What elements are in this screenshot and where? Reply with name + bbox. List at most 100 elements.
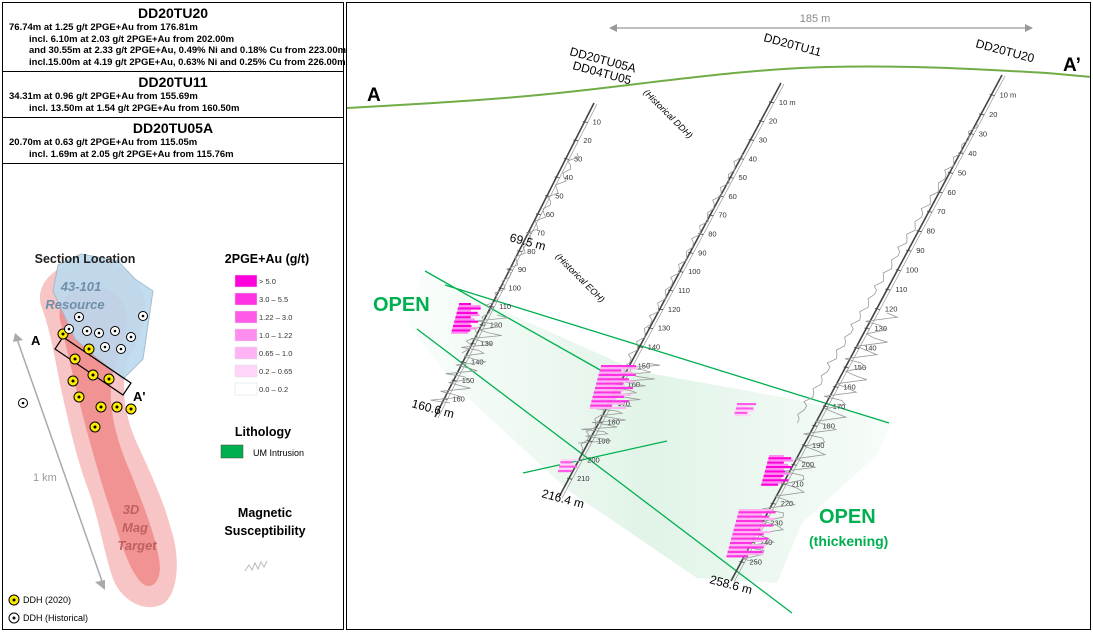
ddh-historical-marker-dot <box>85 329 89 333</box>
depth-tick <box>916 230 922 233</box>
depth-tick <box>979 113 985 116</box>
assay-interval-bar <box>767 461 784 464</box>
depth-tick-label: 150 <box>854 363 867 372</box>
grade-legend-label: 1.0 – 1.22 <box>259 331 292 340</box>
assay-interval-bar <box>737 403 757 406</box>
assay-interval-bar <box>730 539 764 542</box>
depth-tick <box>582 121 588 123</box>
assay-interval-bar <box>598 373 636 376</box>
resource-label-1: 43-101 <box>60 279 101 294</box>
depth-tick <box>853 347 860 349</box>
assay-interval-bar <box>592 395 624 398</box>
assay-interval-bar <box>735 407 754 410</box>
ddh-historical-marker-dot <box>129 335 133 339</box>
depth-tick <box>812 424 818 427</box>
assay-intervals <box>451 303 794 558</box>
grade-legend-label: 0.2 – 0.65 <box>259 367 292 376</box>
zone-mid-boundary <box>522 440 668 474</box>
depth-tick-label: 70 <box>718 211 726 220</box>
ddh-historical-marker-dot <box>119 347 123 351</box>
depth-tick-label: 130 <box>658 324 671 333</box>
assay-interval-bar <box>728 546 764 549</box>
assay-interval-bar <box>593 391 621 394</box>
map-title: Section Location <box>35 252 136 266</box>
assay-interval-bar <box>597 378 629 381</box>
assay-interval-bar <box>764 472 791 475</box>
ddh-2020-marker-dot <box>115 405 119 409</box>
topography-line <box>347 65 1090 109</box>
grade-legend: > 5.03.0 – 5.51.22 – 3.01.0 – 1.220.65 –… <box>234 274 292 396</box>
hole-result-line: 34.31m at 0.96 g/t 2PGE+Au from 155.69m <box>9 91 198 102</box>
assay-interval-bar <box>598 376 623 379</box>
assay-interval-bar <box>735 522 765 525</box>
assay-interval-bar <box>590 404 613 407</box>
depth-tick <box>770 502 776 505</box>
scale-bar-label: 185 m <box>800 13 831 25</box>
assay-interval-bar <box>452 327 477 330</box>
depth-tick-label: 140 <box>648 342 661 351</box>
depth-tick-label: 110 <box>678 286 690 295</box>
depth-tick-label: 200 <box>802 460 815 469</box>
depth-tick <box>526 231 532 234</box>
mag-susceptibility-swatch <box>244 560 268 572</box>
depth-tick-label: 120 <box>885 305 898 314</box>
assay-interval-bar <box>736 405 748 408</box>
depth-tick-label: 30 <box>574 154 582 163</box>
assay-interval-bar <box>736 517 775 520</box>
map-label-a: A <box>31 333 41 348</box>
hole-result-line: incl. 1.69m at 2.05 g/t 2PGE+Au from 115… <box>29 148 234 160</box>
zone-upper-boundary <box>444 284 890 424</box>
section-start-label: A <box>367 85 381 106</box>
assay-interval-bar <box>456 311 478 314</box>
assay-interval-bar <box>590 402 625 405</box>
depth-tick-label: 140 <box>864 343 877 352</box>
historical-eoh-note: (Historical EOH) <box>554 251 607 304</box>
depth-tick-label: 150 <box>638 361 651 370</box>
depth-tick <box>567 477 573 480</box>
ddh-2020-marker-dot <box>61 332 65 336</box>
depth-tick <box>947 171 953 174</box>
assay-interval-bar <box>559 465 578 468</box>
hole-result-line: and 30.55m at 2.33 g/t 2PGE+Au, 0.49% Ni… <box>29 45 347 56</box>
ddh-2020-symbols <box>57 328 137 433</box>
depth-tick <box>864 327 870 330</box>
depth-tick <box>563 158 570 160</box>
assay-interval-bar <box>732 533 764 536</box>
assay-interval-bar <box>454 318 475 321</box>
depth-tick <box>885 288 891 291</box>
assay-interval-bar <box>739 509 773 512</box>
ddh-2020-marker-dot <box>91 373 95 377</box>
target-label-1: 3D <box>123 502 140 517</box>
depth-tick <box>451 379 457 382</box>
assay-interval-bar <box>734 524 773 527</box>
scale-bar-arrow-left <box>609 24 617 32</box>
open-label-left: OPEN <box>373 294 430 316</box>
assay-interval-bar <box>593 393 632 396</box>
depth-tick-label: 10 m <box>779 98 796 107</box>
assay-interval-bar <box>734 526 764 529</box>
depth-tick <box>748 139 754 141</box>
depth-tick <box>470 342 476 345</box>
assay-interval-bar <box>600 367 637 370</box>
assay-interval-bar <box>456 314 480 317</box>
drill-hole-trace-outline <box>437 103 598 419</box>
depth-tick <box>968 132 974 135</box>
depth-tick-label: 80 <box>708 230 716 239</box>
ddh-historical-marker-dot <box>103 345 107 349</box>
ddh-historical-symbols <box>18 311 148 408</box>
section-line-box <box>54 336 132 396</box>
depth-tick <box>698 233 704 235</box>
depth-tick <box>554 176 560 179</box>
depth-tick-label: 70 <box>937 207 945 216</box>
depth-tick-label: 100 <box>688 267 701 276</box>
assay-interval-bar <box>457 309 471 312</box>
depth-tick <box>587 440 593 442</box>
assay-interval-bar <box>735 409 755 412</box>
assay-interval-bar <box>727 553 764 556</box>
depth-tick-label: 160 <box>628 380 641 389</box>
depth-tick-label: 140 <box>471 358 484 367</box>
assay-interval-bar <box>766 463 789 466</box>
ddh-2020-marker-dot <box>107 377 111 381</box>
depth-tick <box>833 385 839 388</box>
ddh-2020-legend-dot <box>12 598 16 602</box>
